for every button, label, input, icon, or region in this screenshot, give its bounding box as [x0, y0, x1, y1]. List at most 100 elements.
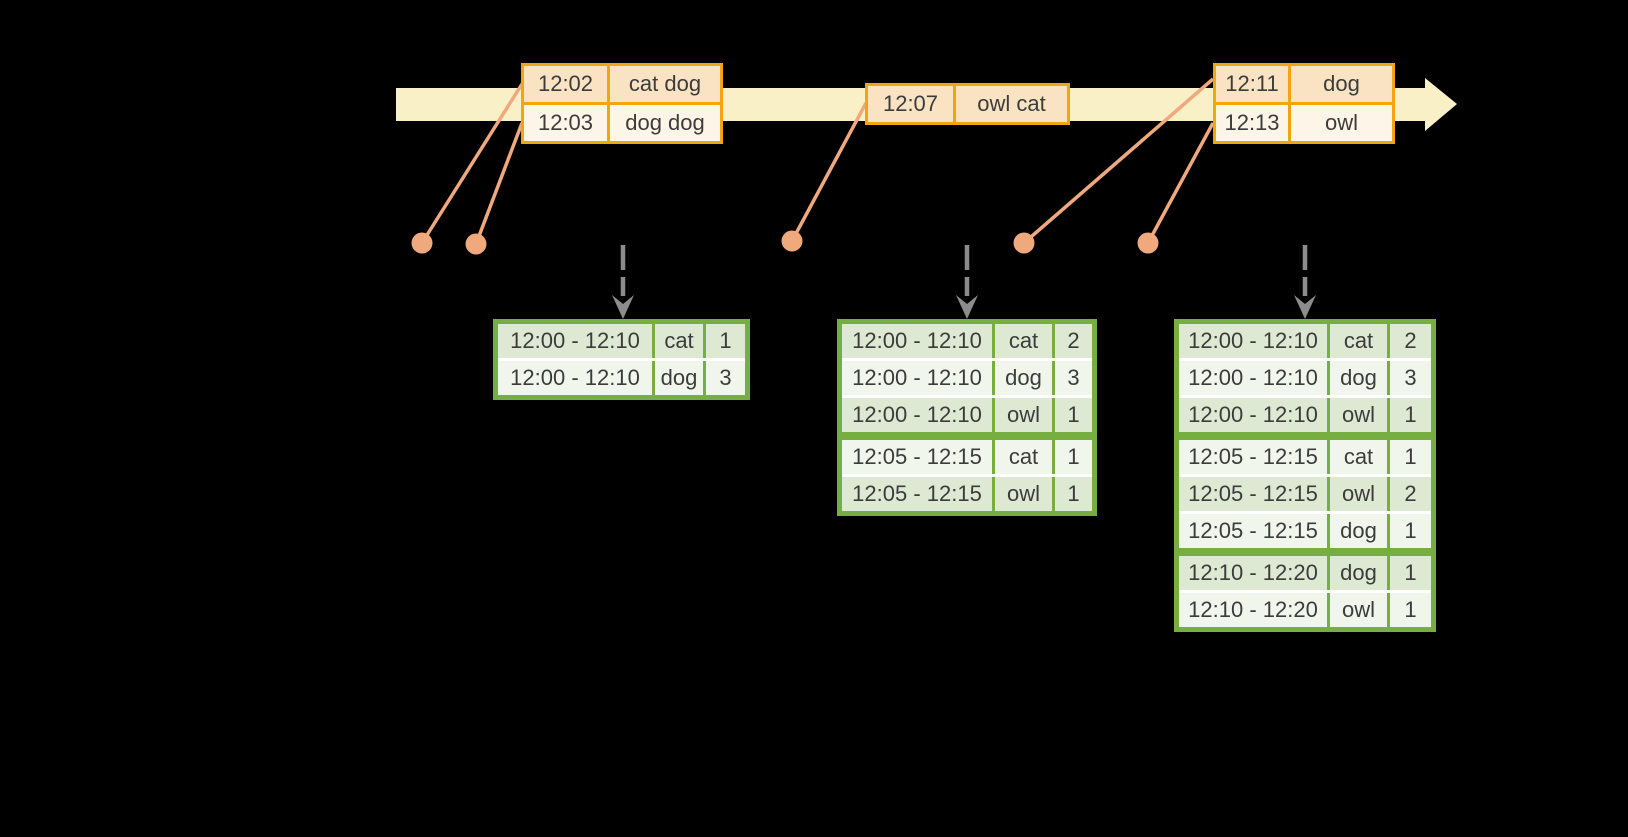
- result-window: 12:05 - 12:15: [1179, 440, 1327, 474]
- result-word: dog: [655, 361, 703, 395]
- trigger-arrow-1: [612, 245, 634, 319]
- event-connector-line: [1022, 77, 1215, 245]
- result-row: 12:05 - 12:15 dog 1: [1179, 514, 1431, 548]
- trigger-arrow-2: [956, 245, 978, 319]
- result-row: 12:10 - 12:20 owl 1: [1179, 593, 1431, 627]
- result-window: 12:00 - 12:10: [842, 398, 992, 432]
- result-window: 12:10 - 12:20: [1179, 593, 1327, 627]
- result-word: owl: [1330, 477, 1387, 511]
- result-word: dog: [1330, 361, 1387, 395]
- result-window: 12:00 - 12:10: [842, 324, 992, 358]
- row-separator: [842, 358, 1092, 361]
- event-time: 12:07: [868, 86, 953, 122]
- result-count: 3: [706, 361, 745, 395]
- result-count: 3: [1055, 361, 1092, 395]
- result-row: 12:00 - 12:10 owl 1: [1179, 398, 1431, 432]
- event-dot: [1013, 232, 1035, 254]
- event-connector-line: [420, 83, 524, 244]
- result-count: 1: [1055, 440, 1092, 474]
- event-connector-line: [474, 122, 524, 245]
- row-separator: [498, 358, 745, 361]
- event-dot: [411, 232, 433, 254]
- result-count: 1: [706, 324, 745, 358]
- event-row: 12:03 dog dog: [524, 105, 720, 141]
- result-count: 3: [1390, 361, 1431, 395]
- result-row: 12:00 - 12:10 cat 1: [498, 324, 745, 358]
- event-row: 12:02 cat dog: [524, 66, 720, 102]
- result-window: 12:00 - 12:10: [842, 361, 992, 395]
- result-window: 12:00 - 12:10: [1179, 398, 1327, 432]
- window-group-separator: [842, 432, 1092, 440]
- event-time: 12:11: [1216, 66, 1288, 102]
- result-word: cat: [995, 324, 1052, 358]
- event-time: 12:02: [524, 66, 607, 102]
- row-separator: [1179, 395, 1431, 398]
- result-row: 12:00 - 12:10 dog 3: [842, 361, 1092, 395]
- result-word: dog: [1330, 556, 1387, 590]
- trigger-arrows: [612, 245, 1316, 319]
- result-word: cat: [995, 440, 1052, 474]
- result-table-1: 12:00 - 12:10 cat 1 12:00 - 12:10 dog 3: [493, 319, 750, 400]
- event-row: 12:11 dog: [1216, 66, 1392, 102]
- result-word: cat: [1330, 324, 1387, 358]
- result-word: dog: [995, 361, 1052, 395]
- event-connector-line: [1146, 122, 1215, 244]
- event-connector-lines: [420, 77, 1215, 245]
- event-words: dog dog: [610, 105, 720, 141]
- result-word: owl: [995, 477, 1052, 511]
- result-row: 12:10 - 12:20 dog 1: [1179, 556, 1431, 590]
- result-count: 2: [1390, 324, 1431, 358]
- result-row: 12:00 - 12:10 cat 2: [1179, 324, 1431, 358]
- event-table-2: 12:07 owl cat: [865, 83, 1070, 125]
- result-row: 12:00 - 12:10 cat 2: [842, 324, 1092, 358]
- row-separator: [842, 395, 1092, 398]
- arrowhead-down-icon: [612, 295, 634, 319]
- result-window: 12:00 - 12:10: [498, 324, 652, 358]
- result-word: dog: [1330, 514, 1387, 548]
- event-time: 12:03: [524, 105, 607, 141]
- result-word: cat: [655, 324, 703, 358]
- result-word: owl: [995, 398, 1052, 432]
- result-count: 1: [1390, 440, 1431, 474]
- event-dot: [781, 230, 803, 252]
- result-word: cat: [1330, 440, 1387, 474]
- result-table-2: 12:00 - 12:10 cat 2 12:00 - 12:10 dog 3 …: [837, 319, 1097, 516]
- result-count: 2: [1390, 477, 1431, 511]
- row-separator: [1179, 358, 1431, 361]
- row-separator: [1179, 474, 1431, 477]
- result-window: 12:05 - 12:15: [842, 440, 992, 474]
- window-group-separator: [1179, 548, 1431, 556]
- result-count: 1: [1390, 556, 1431, 590]
- row-separator: [842, 474, 1092, 477]
- result-window: 12:05 - 12:15: [842, 477, 992, 511]
- row-separator: [1179, 511, 1431, 514]
- event-words: dog: [1291, 66, 1392, 102]
- result-window: 12:10 - 12:20: [1179, 556, 1327, 590]
- trigger-arrow-3: [1294, 245, 1316, 319]
- result-window: 12:00 - 12:10: [498, 361, 652, 395]
- result-window: 12:00 - 12:10: [1179, 361, 1327, 395]
- result-word: owl: [1330, 398, 1387, 432]
- event-words: cat dog: [610, 66, 720, 102]
- event-dots: [411, 230, 1159, 255]
- arrowhead-down-icon: [956, 295, 978, 319]
- event-time: 12:13: [1216, 105, 1288, 141]
- result-row: 12:00 - 12:10 owl 1: [842, 398, 1092, 432]
- event-table-1: 12:02 cat dog 12:03 dog dog: [521, 63, 723, 144]
- result-row: 12:05 - 12:15 cat 1: [1179, 440, 1431, 474]
- result-count: 1: [1390, 593, 1431, 627]
- event-row: 12:07 owl cat: [868, 86, 1067, 122]
- result-count: 1: [1055, 398, 1092, 432]
- result-count: 1: [1055, 477, 1092, 511]
- result-row: 12:00 - 12:10 dog 3: [498, 361, 745, 395]
- event-words: owl cat: [956, 86, 1067, 122]
- result-table-3: 12:00 - 12:10 cat 2 12:00 - 12:10 dog 3 …: [1174, 319, 1436, 632]
- arrowhead-down-icon: [1294, 295, 1316, 319]
- result-word: owl: [1330, 593, 1387, 627]
- result-window: 12:05 - 12:15: [1179, 514, 1327, 548]
- result-row: 12:00 - 12:10 dog 3: [1179, 361, 1431, 395]
- event-dot: [1137, 232, 1159, 254]
- result-count: 1: [1390, 514, 1431, 548]
- event-table-3: 12:11 dog 12:13 owl: [1213, 63, 1395, 144]
